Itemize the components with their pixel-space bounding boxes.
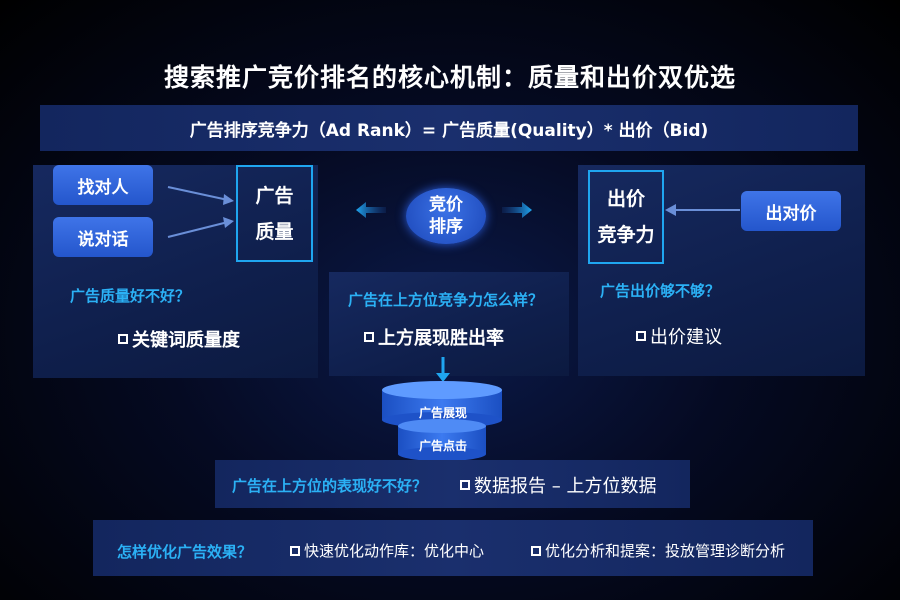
ad-quality-question: 广告质量好不好？	[70, 287, 191, 305]
checkbox-icon	[290, 545, 300, 556]
funnel-click-label: 广告点击	[418, 439, 467, 453]
right-arrow	[665, 204, 740, 216]
down-arrow-icon	[436, 357, 450, 382]
bid-question: 广告出价够不够？	[600, 282, 721, 300]
checkbox-icon	[531, 545, 541, 556]
ad-quality-box-line-1: 广告	[255, 184, 294, 207]
find-right-people-button[interactable]: 找对人	[53, 165, 153, 205]
bid-competitiveness-box: 出价 竞争力	[588, 170, 664, 264]
bid-box-line-1: 出价	[606, 188, 645, 210]
optimization-question: 怎样优化广告效果？	[117, 543, 253, 561]
data-report-item: 数据报告 – 上方位数据	[460, 472, 656, 498]
bidding-ranking-line-2: 排序	[429, 217, 463, 237]
funnel-impression-label: 广告展现	[418, 406, 467, 420]
say-right-words-button[interactable]: 说对话	[53, 217, 153, 257]
page-title: 搜索推广竞价排名的核心机制：质量和出价双优选	[163, 63, 736, 92]
top-position-question: 广告在上方位竞争力怎么样？	[348, 291, 544, 309]
top-win-rate-label: 上方展现胜出率	[378, 328, 504, 349]
quick-optimize-item: 快速优化动作库：优化中心	[290, 540, 484, 561]
bid-suggestion-item: 出价建议	[636, 323, 722, 349]
top-position-panel	[329, 272, 569, 376]
checkbox-icon	[118, 334, 128, 344]
optimization-bar	[93, 520, 813, 576]
top-win-rate-item: 上方展现胜出率	[364, 324, 504, 350]
data-report-label: 数据报告 – 上方位数据	[474, 476, 657, 497]
checkbox-icon	[364, 332, 374, 342]
bid-suggestion-label: 出价建议	[650, 327, 722, 348]
quick-optimize-label: 快速优化动作库：优化中心	[304, 542, 485, 560]
ad-quality-box: 广告 质量	[236, 165, 313, 262]
top-performance-bar	[215, 460, 690, 508]
bidding-ranking-line-1: 竞价	[429, 195, 463, 215]
ad-quality-box-line-2: 质量	[255, 220, 294, 243]
bid-box-line-2: 竞争力	[597, 224, 655, 246]
left-arrows	[167, 186, 234, 238]
formula-text: 广告排序竞争力（Ad Rank）= 广告质量(Quality）* 出价（Bid)	[189, 120, 709, 141]
checkbox-icon	[460, 480, 470, 490]
keyword-quality-item: 关键词质量度	[118, 326, 240, 352]
center-arrows	[356, 202, 532, 218]
formula-bar: 广告排序竞争力（Ad Rank）= 广告质量(Quality）* 出价（Bid)	[40, 105, 858, 151]
top-performance-question: 广告在上方位的表现好不好？	[232, 477, 428, 495]
funnel-graphic	[382, 381, 502, 461]
bidding-ranking-circle: 竞价 排序	[406, 188, 486, 244]
optimize-analysis-label: 优化分析和提案：投放管理诊断分析	[545, 542, 786, 560]
keyword-quality-label: 关键词质量度	[132, 330, 240, 351]
optimize-analysis-item: 优化分析和提案：投放管理诊断分析	[531, 540, 785, 561]
checkbox-icon	[636, 331, 646, 341]
right-bid-button[interactable]: 出对价	[741, 191, 841, 231]
